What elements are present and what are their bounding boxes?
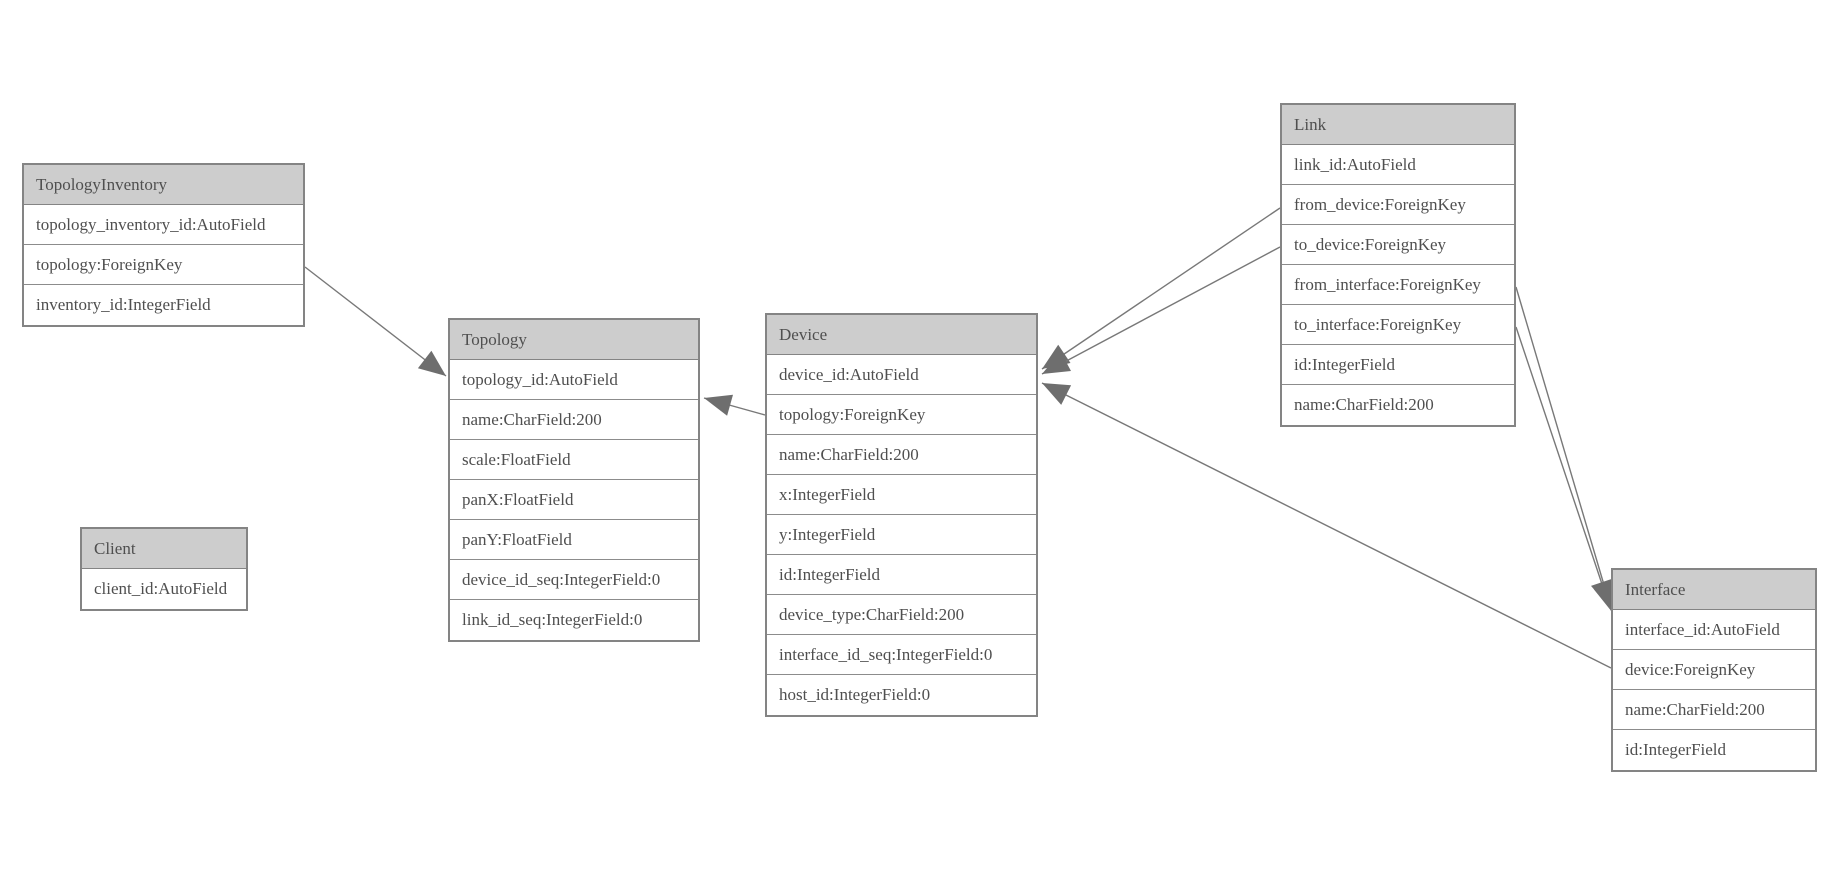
table-title-topology: Topology	[450, 320, 698, 360]
arrowhead-topologyinventory-topology	[417, 350, 446, 376]
field-row-link-5: id:IntegerField	[1282, 345, 1514, 385]
field-row-device-6: device_type:CharField:200	[767, 595, 1036, 635]
field-row-link-2: to_device:ForeignKey	[1282, 225, 1514, 265]
field-row-topology-2: scale:FloatField	[450, 440, 698, 480]
edge-line-link-to_interface-interface	[1515, 326, 1611, 609]
arrowhead-interface-device	[1042, 383, 1072, 405]
field-row-topology-6: link_id_seq:IntegerField:0	[450, 600, 698, 640]
arrowhead-link-to_interface-interface	[1591, 578, 1612, 608]
field-row-topologyinventory-1: topology:ForeignKey	[24, 245, 303, 285]
field-row-topology-4: panY:FloatField	[450, 520, 698, 560]
edge-line-interface-device	[1041, 382, 1612, 669]
edge-interface-device	[1041, 382, 1612, 669]
table-title-interface: Interface	[1613, 570, 1815, 610]
field-row-client-0: client_id:AutoField	[82, 569, 246, 609]
field-row-topology-5: device_id_seq:IntegerField:0	[450, 560, 698, 600]
edge-link-from_interface-interface	[1515, 286, 1615, 613]
edge-device-topology	[703, 394, 766, 416]
field-row-device-2: name:CharField:200	[767, 435, 1036, 475]
field-row-link-1: from_device:ForeignKey	[1282, 185, 1514, 225]
field-row-device-1: topology:ForeignKey	[767, 395, 1036, 435]
field-row-interface-0: interface_id:AutoField	[1613, 610, 1815, 650]
table-title-device: Device	[767, 315, 1036, 355]
field-row-link-4: to_interface:ForeignKey	[1282, 305, 1514, 345]
field-row-device-4: y:IntegerField	[767, 515, 1036, 555]
field-row-device-5: id:IntegerField	[767, 555, 1036, 595]
field-row-device-3: x:IntegerField	[767, 475, 1036, 515]
field-row-link-3: from_interface:ForeignKey	[1282, 265, 1514, 305]
field-row-device-0: device_id:AutoField	[767, 355, 1036, 395]
field-row-topologyinventory-2: inventory_id:IntegerField	[24, 285, 303, 325]
field-row-topology-1: name:CharField:200	[450, 400, 698, 440]
field-row-topology-3: panX:FloatField	[450, 480, 698, 520]
field-row-topologyinventory-0: topology_inventory_id:AutoField	[24, 205, 303, 245]
table-title-link: Link	[1282, 105, 1514, 145]
field-row-link-6: name:CharField:200	[1282, 385, 1514, 425]
edge-line-link-from_device-device	[1041, 207, 1281, 370]
field-row-interface-1: device:ForeignKey	[1613, 650, 1815, 690]
edge-link-from_device-device	[1041, 207, 1281, 370]
field-row-device-7: interface_id_seq:IntegerField:0	[767, 635, 1036, 675]
edge-line-link-to_device-device	[1041, 246, 1281, 375]
arrowhead-link-to_device-device	[1042, 351, 1071, 374]
edge-line-topologyinventory-topology	[304, 266, 447, 377]
table-title-topologyinventory: TopologyInventory	[24, 165, 303, 205]
table-title-client: Client	[82, 529, 246, 569]
field-row-interface-2: name:CharField:200	[1613, 690, 1815, 730]
field-row-interface-3: id:IntegerField	[1613, 730, 1815, 770]
edge-line-link-from_interface-interface	[1515, 286, 1613, 613]
field-row-link-0: link_id:AutoField	[1282, 145, 1514, 185]
arrowhead-device-topology	[704, 394, 733, 416]
field-row-topology-0: topology_id:AutoField	[450, 360, 698, 400]
field-row-device-8: host_id:IntegerField:0	[767, 675, 1036, 715]
edge-link-to_device-device	[1041, 246, 1281, 375]
edge-topologyinventory-topology	[304, 266, 447, 377]
edge-link-to_interface-interface	[1515, 326, 1612, 609]
